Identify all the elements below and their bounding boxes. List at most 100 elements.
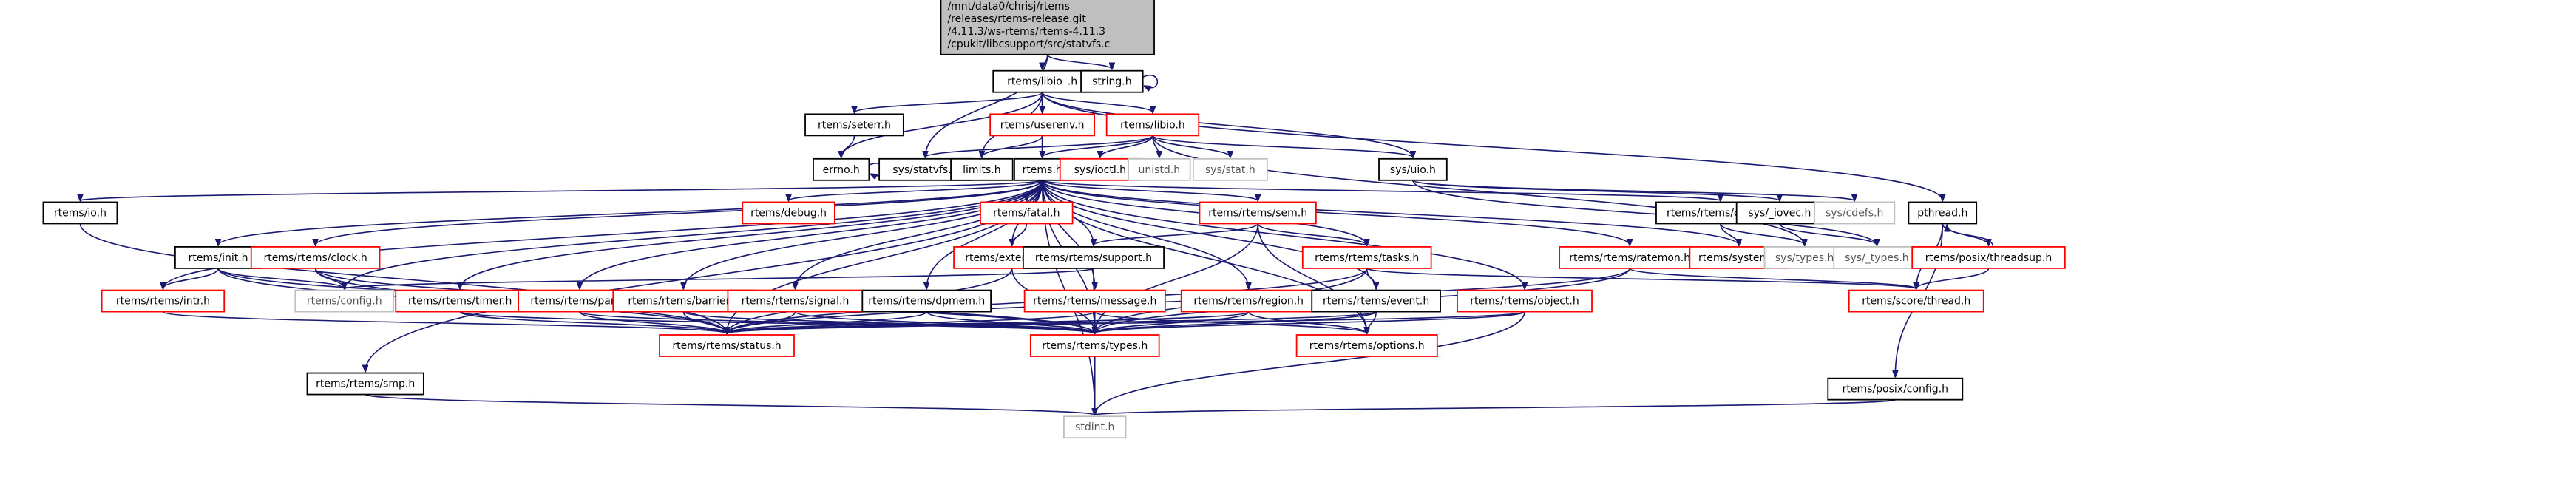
node-box (1457, 289, 1593, 313)
node-label: rtems/io.h (54, 207, 106, 219)
node-label: rtems/score/thread.h (1862, 296, 1970, 308)
node-errno[interactable]: errno.h (813, 157, 870, 181)
edge-fatal-to-extension (1012, 223, 1028, 245)
node-unistd[interactable]: unistd.h (1128, 157, 1191, 181)
node-message[interactable]: rtems/rtems/message.h (1023, 289, 1166, 313)
node-ratemon[interactable]: rtems/rtems/ratemon.h (1559, 246, 1701, 269)
node-intr[interactable]: rtems/rtems/intr.h (101, 289, 226, 313)
node-signal[interactable]: rtems/rtems/signal.h (727, 289, 864, 313)
node-region[interactable]: rtems/rtems/region.h (1180, 289, 1317, 313)
edge-rtems-to-event (1041, 180, 1377, 289)
node-userenv[interactable]: rtems/userenv.h (989, 113, 1096, 137)
node-stat[interactable]: sys/stat.h (1192, 157, 1268, 181)
node-ioctl[interactable]: sys/ioctl.h (1059, 157, 1141, 181)
node-string[interactable]: string.h (1080, 69, 1144, 93)
edge-rtems-to-system (1041, 180, 1739, 245)
node-clock[interactable]: rtems/rtems/clock.h (250, 246, 381, 269)
node-label: rtems/rtems/object.h (1470, 296, 1579, 308)
node-box (742, 201, 835, 225)
node-box (804, 113, 904, 137)
node-support[interactable]: rtems/rtems/support.h (1022, 246, 1165, 269)
edge-libio-to-stat (1152, 135, 1230, 157)
node-label: /releases/rtems-release.git (947, 13, 1086, 25)
edge-rtems-to-cache (1041, 180, 1721, 201)
edge-uio-to-cdefs (1412, 180, 1854, 201)
node-label: string.h (1092, 76, 1132, 88)
node-label: sys/ioctl.h (1074, 164, 1126, 176)
node-init[interactable]: rtems/init.h (174, 246, 262, 269)
node-systypes_[interactable]: sys/_types.h (1833, 246, 1921, 269)
edge-object-to-status (727, 311, 1525, 333)
edge-rtems-to-timer (460, 180, 1043, 289)
node-pthread[interactable]: pthread.h (1908, 201, 1978, 225)
node-posixconfig[interactable]: rtems/posix/config.h (1827, 377, 1964, 401)
edge-init-to-config (217, 268, 345, 289)
edge-object-to-stdint (1095, 311, 1525, 415)
node-event[interactable]: rtems/rtems/event.h (1311, 289, 1441, 313)
node-label: rtems/rtems/support.h (1035, 252, 1152, 264)
node-box (1763, 246, 1845, 269)
edge-object-to-types (1095, 311, 1525, 333)
node-root[interactable]: /mnt/data0/chrisj/rtems/releases/rtems-r… (940, 0, 1155, 55)
node-dpmem[interactable]: rtems/rtems/dpmem.h (861, 289, 992, 313)
node-systypes[interactable]: sys/types.h (1763, 246, 1845, 269)
node-box (813, 157, 870, 181)
edge-smp-to-stdint (365, 393, 1095, 415)
node-object[interactable]: rtems/rtems/object.h (1457, 289, 1593, 313)
edge-libio_-to-uio (1041, 92, 1413, 157)
node-config[interactable]: rtems/config.h (294, 289, 395, 313)
node-stdint[interactable]: stdint.h (1063, 415, 1127, 439)
node-label: rtems/init.h (189, 252, 248, 264)
node-debug[interactable]: rtems/debug.h (742, 201, 835, 225)
edge-rtems-to-debug (789, 180, 1043, 201)
node-box (1814, 201, 1896, 225)
edge-rtems-to-message (1041, 180, 1095, 289)
node-fatal[interactable]: rtems/fatal.h (980, 201, 1074, 225)
node-threadsup[interactable]: rtems/posix/threadsup.h (1911, 246, 2066, 269)
node-box (1105, 113, 1200, 137)
node-label: rtems/rtems/region.h (1193, 296, 1304, 308)
edge-intr-to-status (162, 311, 727, 333)
node-label: rtems/config.h (307, 296, 382, 308)
node-sem[interactable]: rtems/rtems/sem.h (1199, 201, 1317, 225)
node-label: stdint.h (1075, 421, 1114, 433)
edge-rtems-to-config (345, 180, 1043, 289)
node-io[interactable]: rtems/io.h (42, 201, 118, 225)
node-types[interactable]: rtems/rtems/types.h (1029, 334, 1160, 357)
node-box (306, 372, 424, 396)
node-limits[interactable]: limits.h (950, 157, 1014, 181)
node-uio[interactable]: sys/uio.h (1378, 157, 1448, 181)
edge-rtems-to-intr (163, 180, 1043, 289)
edge-libio_-to-errno (841, 92, 1043, 157)
node-label: rtems/rtems/ratemon.h (1569, 252, 1690, 264)
node-box (1023, 289, 1166, 313)
node-iovec[interactable]: sys/_iovec.h (1735, 201, 1823, 225)
node-box (1833, 246, 1921, 269)
node-options[interactable]: rtems/rtems/options.h (1295, 334, 1438, 357)
node-tasks[interactable]: rtems/rtems/tasks.h (1301, 246, 1432, 269)
node-label: rtems.h (1023, 164, 1062, 176)
node-label: rtems/rtems/event.h (1323, 296, 1429, 308)
edge-message-to-status (727, 311, 1096, 333)
edge-rtems-to-ratemon (1041, 180, 1630, 245)
node-box (950, 157, 1014, 181)
node-seterr[interactable]: rtems/seterr.h (804, 113, 904, 137)
node-libio_[interactable]: rtems/libio_.h (992, 69, 1092, 93)
node-cdefs[interactable]: sys/cdefs.h (1814, 201, 1896, 225)
edge-libio-to-systypes (1152, 135, 1805, 245)
node-label: sys/types.h (1775, 252, 1834, 264)
node-status[interactable]: rtems/rtems/status.h (659, 334, 795, 357)
node-label: sys/statvfs.h (892, 164, 957, 176)
node-timer[interactable]: rtems/rtems/timer.h (395, 289, 525, 313)
node-box (1022, 246, 1165, 269)
edge-rtems-to-part (580, 180, 1043, 289)
node-label: rtems/seterr.h (818, 119, 891, 131)
node-label: rtems/libio_.h (1007, 76, 1077, 88)
node-libio[interactable]: rtems/libio.h (1105, 113, 1200, 137)
node-box (395, 289, 525, 313)
node-smp[interactable]: rtems/rtems/smp.h (306, 372, 424, 396)
node-scorethread[interactable]: rtems/score/thread.h (1848, 289, 1984, 313)
node-box (294, 289, 395, 313)
edge-event-to-options (1367, 311, 1377, 333)
edge-rtems-to-signal (795, 180, 1043, 289)
